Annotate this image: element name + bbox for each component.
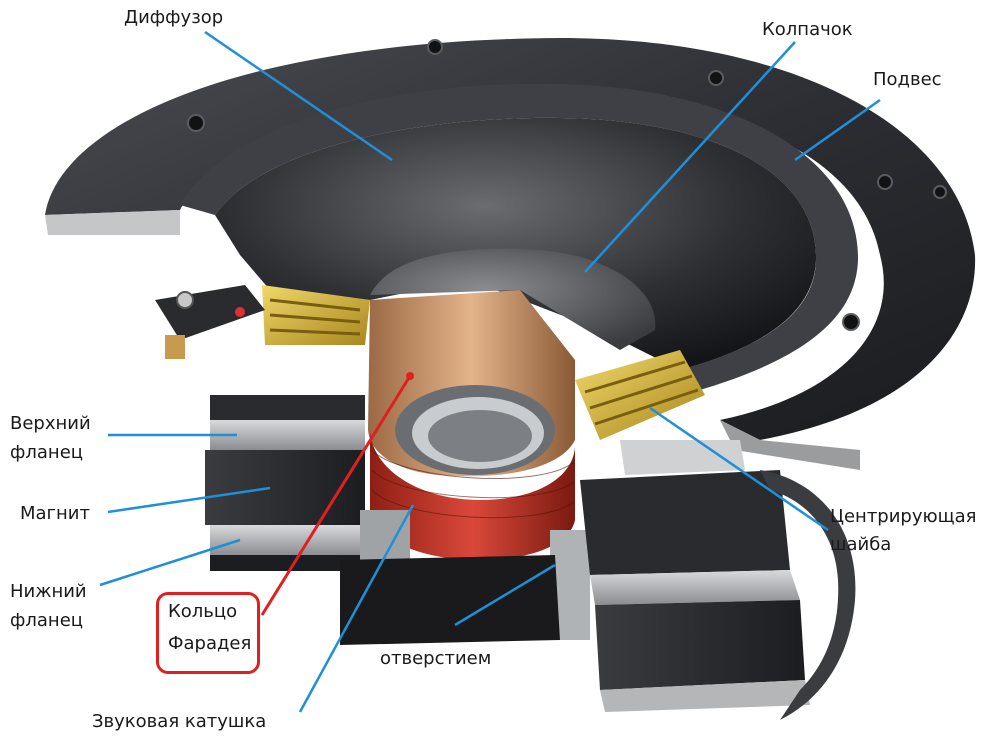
label-spider-1: Центрирующая bbox=[830, 506, 977, 527]
spider-right bbox=[575, 350, 705, 440]
label-core-1: Керн с bbox=[390, 618, 453, 639]
label-bottom-flange-2: фланец bbox=[10, 610, 84, 631]
terminal-connector bbox=[155, 285, 265, 359]
magnet-stack-right bbox=[580, 440, 810, 712]
label-faraday-1: Кольцо bbox=[168, 601, 238, 622]
label-top-flange-1: Верхний bbox=[10, 413, 91, 434]
spider-left bbox=[262, 285, 370, 345]
label-magnet: Магнит bbox=[20, 503, 90, 524]
top-plate-left bbox=[210, 395, 365, 450]
label-faraday-2: Фарадея bbox=[168, 633, 252, 654]
bottom-plate-left bbox=[210, 525, 360, 555]
cone-surface bbox=[215, 117, 817, 370]
leader-suspension bbox=[794, 98, 881, 162]
leader-faraday bbox=[260, 375, 412, 616]
leader-spider bbox=[649, 406, 829, 532]
leader-cap bbox=[584, 41, 796, 273]
voice-coil-winding bbox=[370, 430, 575, 560]
label-top-flange-2: фланец bbox=[10, 442, 84, 463]
label-voice-coil: Звуковая катушка bbox=[92, 711, 267, 732]
leader-voice-coil bbox=[298, 504, 415, 713]
label-bottom-flange-1: Нижний bbox=[10, 581, 87, 602]
label-core-2: отверстием bbox=[380, 648, 492, 669]
leader-bottom-flange bbox=[99, 538, 241, 587]
label-diffuser: Диффузор bbox=[124, 7, 224, 28]
basket-lower bbox=[760, 470, 856, 720]
leader-magnet bbox=[107, 486, 271, 514]
mounting-holes bbox=[187, 39, 947, 331]
leader-lines bbox=[99, 30, 881, 713]
leader-diffuser bbox=[204, 30, 393, 162]
faraday-marker bbox=[406, 372, 414, 380]
dust-cap-shape bbox=[370, 248, 656, 350]
label-spider-2: шайба bbox=[830, 534, 892, 555]
magnet-left bbox=[205, 450, 365, 525]
damping-foam bbox=[340, 555, 560, 645]
label-suspension: Подвес bbox=[873, 69, 942, 90]
label-cap: Колпачок bbox=[762, 19, 853, 40]
faraday-ring-highlight-box bbox=[156, 592, 260, 674]
leader-core bbox=[454, 563, 556, 627]
